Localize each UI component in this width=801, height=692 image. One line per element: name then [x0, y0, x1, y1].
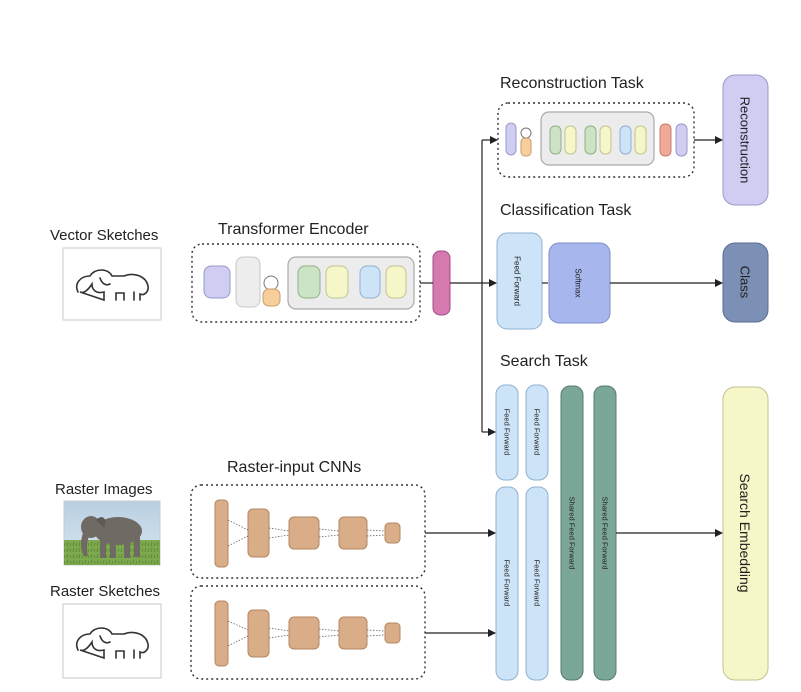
- svg-text:Shared Feed Forward: Shared Feed Forward: [601, 497, 610, 570]
- svg-text:Class: Class: [738, 266, 753, 299]
- sketch-embedding-bar: [432, 250, 451, 316]
- elephant-photo-icon: [81, 516, 142, 558]
- search-task-label: Search Task: [500, 353, 588, 370]
- shared-feed-forward-2: Shared Feed Forward: [593, 385, 617, 681]
- reconstruction-decoder-block: [497, 102, 695, 178]
- svg-text:Shared Feed Forward: Shared Feed Forward: [568, 497, 577, 570]
- connector-lines: [420, 136, 723, 637]
- classification-ff-text: Feed Forward: [513, 256, 522, 306]
- raster-sketch-thumbnail: [62, 603, 162, 679]
- svg-text:Feed Forward: Feed Forward: [503, 409, 512, 456]
- svg-text:Search Embedding: Search Embedding: [737, 473, 753, 592]
- search-embedding-output: Search Embedding: [722, 386, 769, 681]
- raster-images-label: Raster Images: [55, 481, 153, 498]
- raster-cnn-top: [190, 484, 426, 579]
- reconstruction-output: Reconstruction: [722, 74, 769, 206]
- raster-cnns-label: Raster-input CNNs: [227, 459, 362, 476]
- search-ff-1-top: Feed Forward: [495, 384, 519, 481]
- vector-sketches-label: Vector Sketches: [50, 227, 159, 244]
- svg-text:Feed Forward: Feed Forward: [533, 409, 542, 456]
- softmax-text: Softmax: [574, 268, 583, 297]
- classification-task-label: Classification Task: [500, 202, 632, 219]
- svg-text:Feed Forward: Feed Forward: [533, 560, 542, 607]
- raster-image-thumbnail: [63, 500, 161, 566]
- svg-text:Feed Forward: Feed Forward: [503, 560, 512, 607]
- raster-cnn-bottom: [190, 585, 426, 680]
- classification-feed-forward: Feed Forward: [496, 232, 543, 330]
- class-output: Class: [722, 242, 769, 323]
- svg-text:Reconstruction: Reconstruction: [738, 97, 753, 184]
- transformer-encoder-block: [191, 243, 421, 323]
- search-ff-1-bottom: Feed Forward: [495, 486, 519, 681]
- transformer-encoder-label: Transformer Encoder: [218, 221, 369, 238]
- search-ff-2-bottom: Feed Forward: [525, 486, 549, 681]
- search-ff-2-top: Feed Forward: [525, 384, 549, 481]
- reconstruction-task-label: Reconstruction Task: [500, 75, 644, 92]
- shared-feed-forward-1: Shared Feed Forward: [560, 385, 584, 681]
- raster-sketches-label: Raster Sketches: [50, 583, 161, 600]
- softmax-block: Softmax: [548, 242, 611, 324]
- elephant-sketch-icon-2: [75, 627, 149, 660]
- vector-sketch-thumbnail: [62, 247, 162, 321]
- elephant-sketch-icon: [75, 269, 149, 302]
